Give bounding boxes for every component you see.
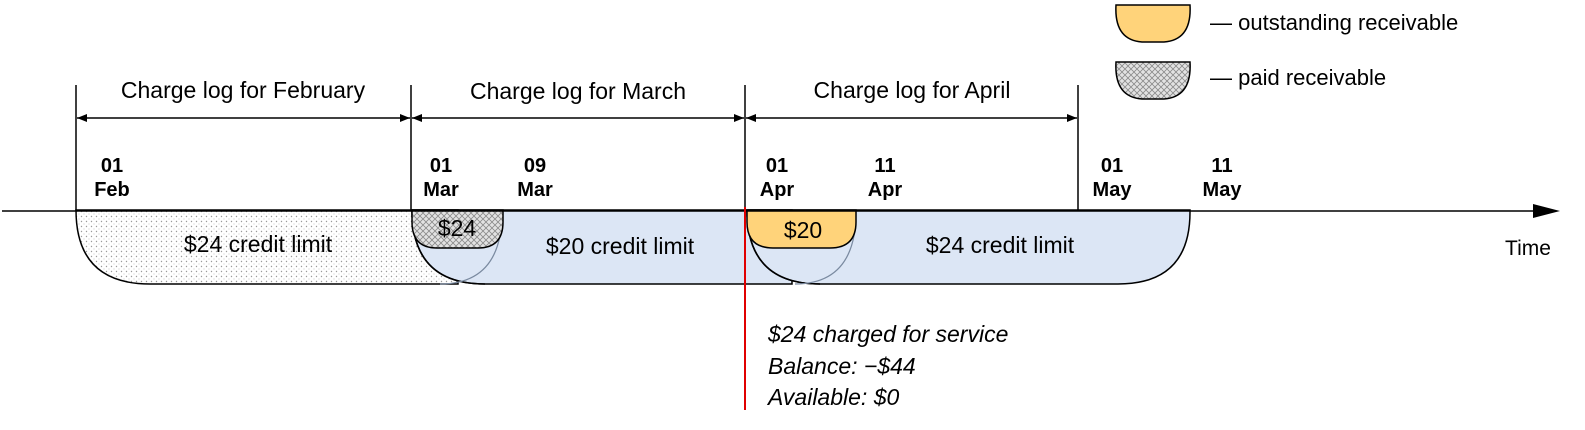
date-mar01-month: Mar	[423, 179, 459, 201]
date-mar09-day: 09	[524, 155, 546, 177]
mar-credit-limit-label: $20 credit limit	[546, 233, 695, 259]
time-axis-label: Time	[1505, 237, 1551, 260]
date-apr11-day: 11	[874, 155, 895, 177]
legend-paid-swatch	[1115, 61, 1191, 100]
date-mar01-day: 01	[430, 155, 452, 177]
outstanding-receivable-amount: $20	[784, 217, 822, 243]
mar-period-label: Charge log for March	[470, 78, 686, 104]
date-may11-month: May	[1203, 179, 1243, 201]
date-feb01-day: 01	[101, 155, 123, 177]
apr-period-label: Charge log for April	[814, 77, 1011, 103]
date-may01-day: 01	[1101, 155, 1123, 177]
note-available: Available: $0	[766, 384, 899, 410]
date-apr01-month: Apr	[760, 179, 795, 201]
paid-receivable-amount: $24	[438, 215, 477, 241]
apr-credit-limit-label: $24 credit limit	[926, 232, 1075, 258]
legend-paid-label: — paid receivable	[1210, 65, 1386, 90]
note-charge: $24 charged for service	[767, 321, 1008, 347]
date-apr01-day: 01	[766, 155, 788, 177]
outstanding-receivable-shape	[746, 209, 857, 249]
date-feb01-month: Feb	[94, 179, 130, 201]
date-may11-day: 11	[1211, 155, 1232, 177]
feb-period-label: Charge log for February	[121, 77, 366, 103]
date-apr11-month: Apr	[868, 179, 903, 201]
feb-credit-limit-label: $24 credit limit	[184, 231, 333, 257]
feb-credit-limit-shape	[75, 209, 459, 285]
legend-outstanding-label: — outstanding receivable	[1210, 10, 1458, 35]
date-may01-month: May	[1093, 179, 1133, 201]
date-mar09-month: Mar	[517, 179, 553, 201]
legend-outstanding-swatch	[1115, 4, 1191, 43]
note-balance: Balance: −$44	[768, 353, 916, 379]
paid-receivable-shape	[411, 209, 504, 249]
time-axis-arrowhead	[1533, 204, 1560, 218]
